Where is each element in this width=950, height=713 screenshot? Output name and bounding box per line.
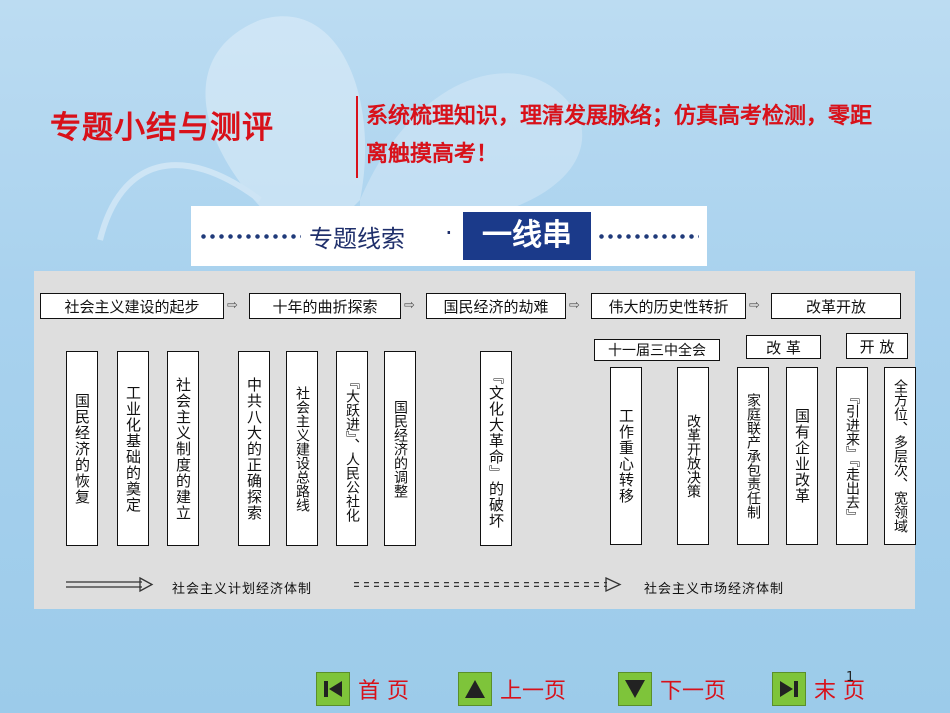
market-economy-label: 社会主义市场经济体制	[644, 582, 785, 597]
sub-label-plenum: 十一届三中全会	[594, 339, 720, 361]
item-text: 『文化大革命』的破坏	[487, 368, 505, 529]
item-text: 国有企业改革	[793, 408, 811, 504]
page-subtitle: 系统梳理知识，理清发展脉络；仿真高考检测，零距离触摸高考！	[366, 104, 873, 167]
long-arrow-icon	[66, 576, 154, 593]
banner-left-text: 专题线索	[309, 225, 405, 253]
item-box: 工作重心转移	[610, 367, 642, 545]
banner-separator: ·	[445, 219, 453, 247]
up-triangle-icon[interactable]	[458, 672, 492, 706]
arrow-icon: ⇨	[227, 298, 238, 313]
item-box: 国民经济的恢复	[66, 351, 98, 546]
item-text: 社会主义建设总路线	[294, 385, 310, 512]
item-box: 『大跃进』、人民公社化	[336, 351, 368, 546]
stage-5: 改革开放	[771, 293, 901, 319]
butterfly-background-decoration	[97, 16, 583, 251]
timeline-diagram: 社会主义建设的起步 ⇨ 十年的曲折探索 ⇨ 国民经济的劫难 ⇨ 伟大的历史性转折…	[34, 271, 916, 609]
arrow-icon: ⇨	[569, 298, 580, 313]
first-page-icon[interactable]	[316, 672, 350, 706]
item-box: 『文化大革命』的破坏	[480, 351, 512, 546]
prev-page-button[interactable]: 上一页	[458, 672, 566, 706]
stage-3: 国民经济的劫难	[426, 293, 566, 319]
item-box: 『引进来』『走出去』	[836, 367, 868, 545]
header: 专题小结与测评 系统梳理知识，理清发展脉络；仿真高考检测，零距离触摸高考！	[0, 92, 950, 182]
item-box: 国有企业改革	[786, 367, 818, 545]
next-page-label[interactable]: 下一页	[660, 679, 727, 704]
banner-right-text: 一线串	[463, 212, 591, 260]
sub-label-reform: 改 革	[746, 335, 821, 359]
item-text: 工作重心转移	[617, 408, 635, 504]
item-text: 改革开放决策	[685, 414, 701, 498]
item-text: 全方位、多层次、宽领域	[892, 379, 908, 533]
item-text: 『大跃进』、人民公社化	[344, 375, 360, 522]
banner-dots-right	[597, 234, 699, 239]
last-page-button[interactable]: 末 页	[772, 672, 865, 706]
item-text: 社会主义制度的建立	[174, 376, 192, 521]
item-box: 工业化基础的奠定	[117, 351, 149, 546]
stage-2: 十年的曲折探索	[249, 293, 401, 319]
item-text: 中共八大的正确探索	[245, 376, 263, 521]
item-text: 国民经济的恢复	[73, 392, 91, 505]
last-page-icon[interactable]	[772, 672, 806, 706]
planned-economy-label: 社会主义计划经济体制	[172, 582, 313, 597]
arrow-icon: ⇨	[749, 298, 760, 313]
next-page-button[interactable]: 下一页	[618, 672, 726, 706]
item-box: 全方位、多层次、宽领域	[884, 367, 916, 545]
page-number: 1	[846, 670, 855, 685]
topic-banner: 专题线索 · 一线串	[191, 206, 707, 266]
down-triangle-icon[interactable]	[618, 672, 652, 706]
item-box: 改革开放决策	[677, 367, 709, 545]
first-page-button[interactable]: 首 页	[316, 672, 409, 706]
item-box: 家庭联产承包责任制	[737, 367, 769, 545]
banner-dots-left	[199, 234, 301, 239]
dotted-arrow-icon	[354, 576, 622, 593]
item-text: 『引进来』『走出去』	[844, 389, 860, 523]
item-text: 工业化基础的奠定	[124, 384, 142, 513]
item-box: 中共八大的正确探索	[238, 351, 270, 546]
prev-page-label[interactable]: 上一页	[500, 679, 567, 704]
last-page-label[interactable]: 末 页	[814, 679, 865, 704]
item-box: 国民经济的调整	[384, 351, 416, 546]
first-page-label[interactable]: 首 页	[358, 679, 409, 704]
item-text: 家庭联产承包责任制	[745, 393, 761, 519]
arrow-icon: ⇨	[404, 298, 415, 313]
page-title: 专题小结与测评	[50, 110, 274, 146]
stage-1: 社会主义建设的起步	[40, 293, 224, 319]
sub-label-opening: 开 放	[846, 333, 908, 359]
item-text: 国民经济的调整	[392, 399, 408, 498]
item-box: 社会主义制度的建立	[167, 351, 199, 546]
title-divider	[356, 96, 358, 178]
stage-4: 伟大的历史性转折	[591, 293, 746, 319]
item-box: 社会主义建设总路线	[286, 351, 318, 546]
